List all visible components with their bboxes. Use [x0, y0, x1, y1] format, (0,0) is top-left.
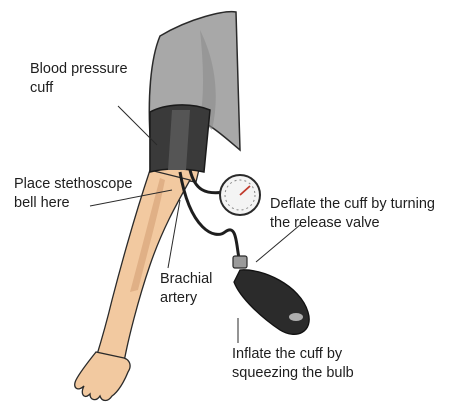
- cuff-label: Blood pressure cuff: [30, 60, 128, 98]
- inflate-label: Inflate the cuff by squeezing the bulb: [232, 345, 354, 383]
- stethoscope-label: Place stethoscope bell here: [14, 175, 133, 213]
- hand: [75, 352, 130, 401]
- release-valve: [233, 256, 247, 268]
- pressure-gauge: [220, 175, 260, 215]
- brachial-artery-label: Brachial artery: [160, 270, 212, 308]
- deflate-label: Deflate the cuff by turning the release …: [270, 195, 435, 233]
- inflation-bulb: [234, 270, 309, 334]
- bulb-highlight: [289, 313, 303, 321]
